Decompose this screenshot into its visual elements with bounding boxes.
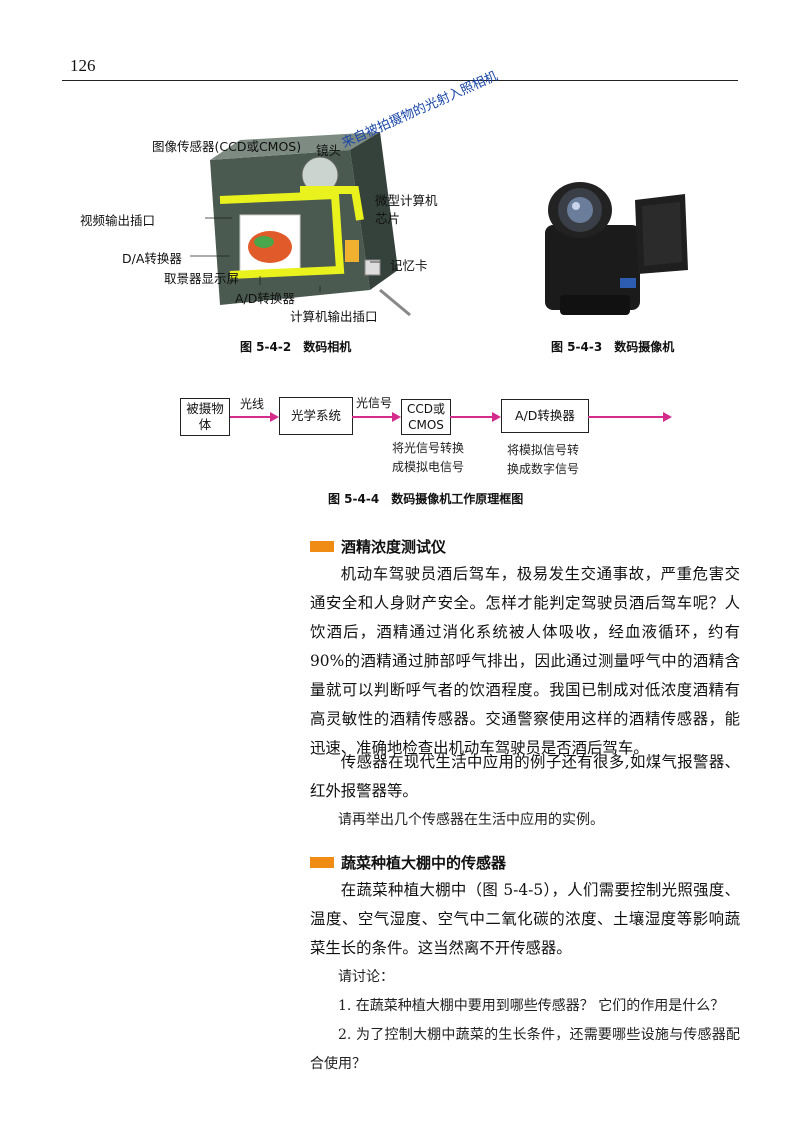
ccd-note: 将光信号转换 成模拟电信号 — [383, 439, 473, 477]
arrow-analog — [450, 416, 492, 418]
ad-note-line-1: 将模拟信号转 — [506, 443, 579, 457]
applications-paragraph: 传感器在现代生活中应用的例子还有很多,如煤气报警器、红外报警器等。 请再举出几个… — [310, 748, 740, 835]
heading-marker — [310, 857, 334, 868]
block-ad-converter: A/D转换器 — [501, 399, 589, 433]
figure-caption-5-4-4: 图 5-4-4 数码摄像机工作原理框图 — [328, 492, 524, 506]
greenhouse-text: 在蔬菜种植大棚中（图 5-4-5），人们需要控制光照强度、温度、空气湿度、空气中… — [310, 881, 740, 957]
arrow-light-signal-head — [392, 411, 401, 422]
block-object: 被摄物体 — [180, 398, 230, 436]
ccd-note-line-1: 将光信号转换 — [391, 441, 464, 455]
memory-card-label: 记忆卡 — [390, 258, 428, 273]
alcohol-paragraph: 机动车驾驶员酒后驾车，极易发生交通事故，严重危害交通安全和人身财产安全。怎样才能… — [310, 560, 740, 763]
arrow-analog-head — [492, 411, 501, 422]
digital-camera-figure: 图像传感器(CCD或CMOS) 镜头 来自被拍摄物的光射入照相机 微型计算机 芯… — [80, 69, 510, 330]
video-out-label: 视频输出插口 — [80, 213, 156, 228]
question-1: 1. 在蔬菜种植大棚中要用到哪些传感器？ 它们的作用是什么？ — [338, 998, 725, 1014]
section-title-greenhouse: 蔬菜种植大棚中的传感器 — [341, 854, 507, 872]
block-ccd-cmos: CCD或CMOS — [401, 399, 451, 435]
ad-note: 将模拟信号转 换成数字信号 — [498, 441, 588, 479]
image-sensor-label: 图像传感器(CCD或CMOS) — [152, 139, 302, 154]
edge-light-signal-label: 光信号 — [356, 396, 393, 410]
question-2: 2. 为了控制大棚中蔬菜的生长条件，还需要哪些设施与传感器配合使用？ — [310, 1027, 740, 1072]
heading-marker — [310, 541, 334, 552]
block-optical-system: 光学系统 — [279, 397, 353, 435]
lens-label: 镜头 — [316, 143, 342, 158]
camera-illustration — [190, 132, 411, 317]
section-heading-alcohol: 酒精浓度测试仪 — [310, 536, 446, 557]
ad-converter-label: A/D转换器 — [235, 291, 295, 306]
applications-prompt: 请再举出几个传感器在生活中应用的实例。 — [338, 812, 604, 828]
camcorder-photo — [520, 170, 690, 330]
figure-caption-5-4-3: 图 5-4-3 数码摄像机 — [551, 340, 675, 354]
arrow-light-head — [270, 411, 279, 422]
viewfinder-label: 取景器显示屏 — [164, 271, 240, 286]
arrow-digital — [588, 416, 663, 418]
alcohol-text: 机动车驾驶员酒后驾车，极易发生交通事故，严重危害交通安全和人身财产安全。怎样才能… — [310, 565, 740, 757]
chip-label: 芯片 — [375, 211, 401, 226]
header-rule — [62, 80, 738, 81]
figure-caption-5-4-2: 图 5-4-2 数码相机 — [240, 340, 352, 354]
da-converter-label: D/A转换器 — [122, 251, 182, 266]
ccd-note-line-2: 成模拟电信号 — [391, 460, 464, 474]
section-title-alcohol: 酒精浓度测试仪 — [341, 538, 447, 556]
edge-light-label: 光线 — [240, 397, 265, 411]
greenhouse-paragraph: 在蔬菜种植大棚中（图 5-4-5），人们需要控制光照强度、温度、空气湿度、空气中… — [310, 876, 740, 1079]
computer-out-label: 计算机输出插口 — [290, 309, 378, 324]
micro-computer-label: 微型计算机 — [375, 193, 438, 208]
ad-note-line-2: 换成数字信号 — [506, 462, 579, 476]
arrow-light — [230, 416, 270, 418]
applications-text: 传感器在现代生活中应用的例子还有很多,如煤气报警器、红外报警器等。 — [310, 753, 740, 800]
section-heading-greenhouse: 蔬菜种植大棚中的传感器 — [310, 852, 506, 873]
arrow-light-signal — [352, 416, 392, 418]
arrow-digital-head — [663, 411, 672, 422]
page-number: 126 — [70, 56, 96, 75]
discuss-label: 请讨论： — [338, 969, 394, 985]
